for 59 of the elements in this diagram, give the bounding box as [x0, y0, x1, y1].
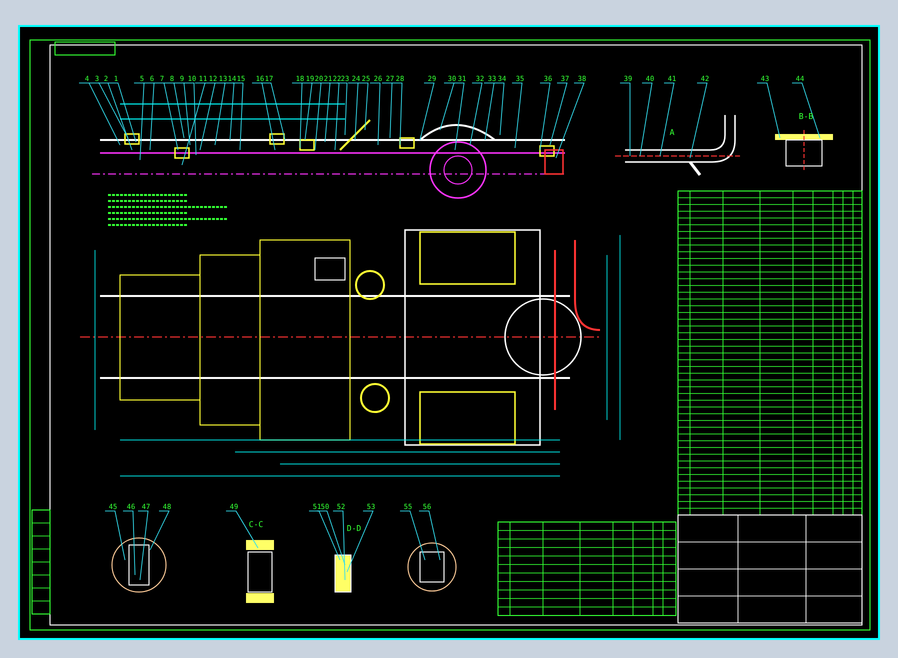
leader-line	[420, 82, 435, 140]
leader-line	[792, 82, 820, 138]
leader-line	[88, 82, 128, 138]
leader-line	[164, 82, 184, 138]
leader-line	[224, 82, 234, 140]
leader-line	[104, 510, 126, 560]
leader-line	[382, 82, 392, 138]
leader-line	[302, 82, 312, 140]
leader-line	[260, 82, 286, 140]
leader-line	[292, 82, 302, 148]
leader-line	[328, 82, 340, 150]
leader-line	[418, 510, 440, 560]
leader-line	[370, 82, 380, 146]
leader-line	[108, 82, 136, 142]
leader-line	[332, 510, 346, 580]
view-label: A	[670, 128, 674, 137]
leader-line	[138, 510, 148, 580]
leader-line	[512, 82, 522, 148]
leader-line	[154, 82, 178, 150]
leader-line	[470, 82, 482, 146]
leader-line	[336, 82, 348, 136]
leader-line	[308, 510, 340, 560]
leader-line	[690, 82, 708, 158]
leader-line	[134, 82, 144, 160]
leader-line	[174, 82, 190, 146]
leader-line	[310, 82, 322, 150]
leader-line	[98, 82, 132, 150]
leader-line	[640, 82, 652, 156]
leader-line	[184, 82, 196, 156]
section-label: C-C	[248, 520, 264, 529]
leader-line	[484, 82, 494, 140]
leader-line	[252, 82, 276, 150]
leader-line	[494, 82, 504, 136]
leader-line	[358, 82, 368, 130]
section-label: D-D	[346, 524, 362, 533]
leader-line	[122, 510, 136, 576]
leader-line	[316, 510, 346, 566]
leader-line	[540, 82, 550, 150]
leader-line	[660, 82, 674, 156]
leader-line	[346, 510, 374, 572]
leader-line	[214, 82, 226, 146]
leader-line	[232, 82, 244, 150]
section-label: B-B	[798, 112, 814, 121]
leader-line	[182, 82, 206, 166]
leader-line	[454, 82, 464, 150]
leader-line	[440, 82, 455, 130]
leader-line	[348, 82, 358, 140]
leader-line	[78, 82, 120, 146]
leader-line	[320, 82, 330, 142]
leader-line	[392, 82, 402, 146]
leader-line	[144, 82, 154, 150]
leader-line	[200, 82, 216, 150]
leader-line	[550, 82, 568, 146]
leader-line	[620, 82, 630, 156]
leader-line	[150, 510, 170, 550]
leader-line	[756, 82, 780, 138]
leader-line	[556, 82, 585, 158]
leader-line	[400, 510, 426, 560]
leader-line	[226, 510, 258, 548]
